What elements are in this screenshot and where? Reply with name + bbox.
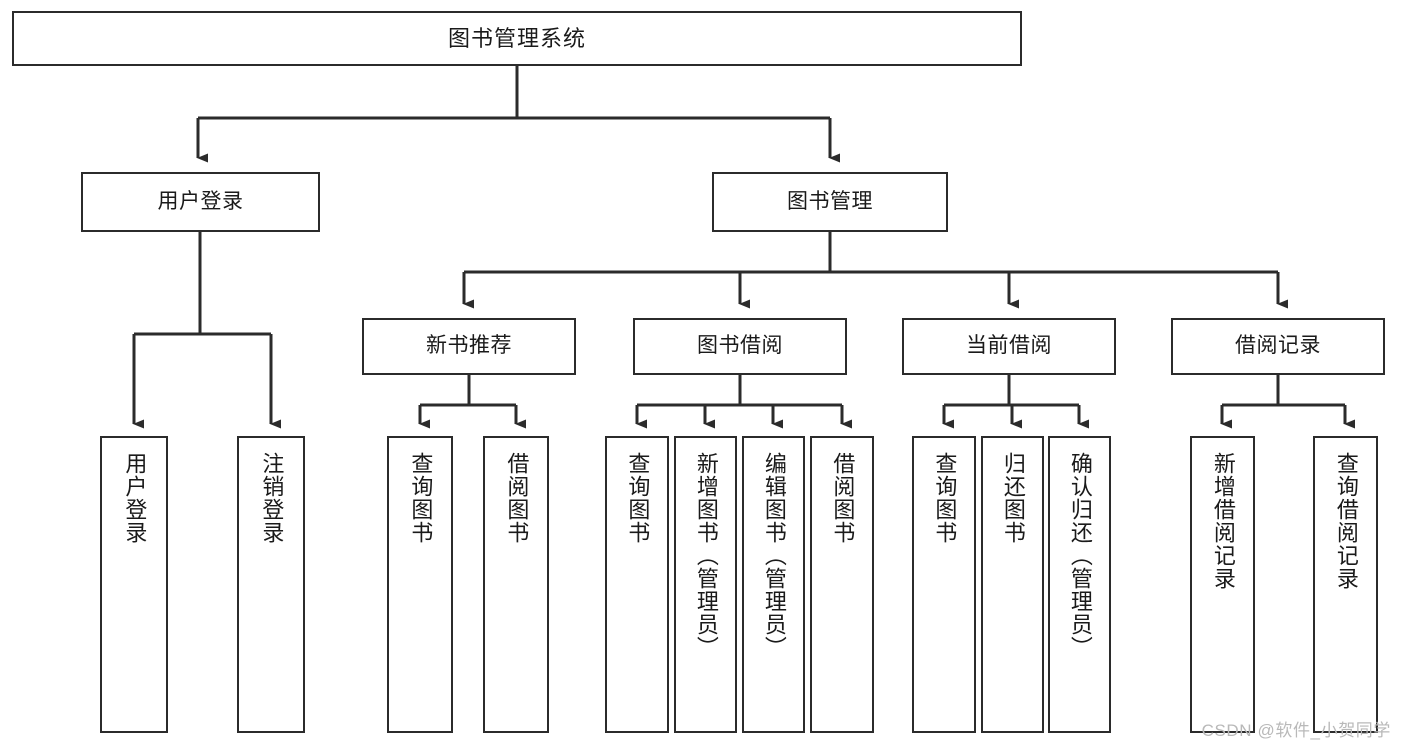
node-root-label: 图书管理系统 — [447, 25, 586, 51]
node-leaf-borrow-book-1[interactable]: 借阅图书 — [483, 436, 549, 733]
node-current-borrow-label: 当前借阅 — [966, 334, 1052, 358]
node-leaf-add-record-label: 新增借阅记录 — [1210, 452, 1236, 590]
node-leaf-return-book-label: 归还图书 — [1000, 452, 1026, 544]
node-borrow-record-label: 借阅记录 — [1235, 334, 1321, 358]
node-new-book-rec[interactable]: 新书推荐 — [362, 318, 576, 375]
node-leaf-user-login[interactable]: 用户登录 — [100, 436, 168, 733]
node-leaf-confirm-return-label: 确认归还（管理员） — [1067, 452, 1093, 659]
node-root[interactable]: 图书管理系统 — [12, 11, 1022, 66]
node-leaf-edit-book-label: 编辑图书（管理员） — [761, 452, 787, 659]
node-book-borrow[interactable]: 图书借阅 — [633, 318, 847, 375]
node-borrow-record[interactable]: 借阅记录 — [1171, 318, 1385, 375]
node-leaf-user-login-label: 用户登录 — [122, 452, 148, 544]
node-new-book-rec-label: 新书推荐 — [426, 334, 512, 358]
node-leaf-borrow-book-2[interactable]: 借阅图书 — [810, 436, 874, 733]
node-leaf-edit-book[interactable]: 编辑图书（管理员） — [742, 436, 805, 733]
node-leaf-borrow-book-1-label: 借阅图书 — [504, 452, 530, 544]
node-leaf-query-record[interactable]: 查询借阅记录 — [1313, 436, 1378, 733]
node-user-login-label: 用户登录 — [157, 189, 244, 213]
node-leaf-confirm-return[interactable]: 确认归还（管理员） — [1048, 436, 1111, 733]
node-leaf-add-book-label: 新增图书（管理员） — [693, 452, 719, 659]
node-leaf-query-record-label: 查询借阅记录 — [1333, 452, 1359, 590]
node-leaf-query-book-2[interactable]: 查询图书 — [605, 436, 669, 733]
node-book-borrow-label: 图书借阅 — [697, 334, 783, 358]
node-leaf-query-book-3[interactable]: 查询图书 — [912, 436, 976, 733]
node-leaf-query-book-3-label: 查询图书 — [932, 452, 958, 544]
node-leaf-query-book-2-label: 查询图书 — [625, 452, 651, 544]
node-leaf-logout-label: 注销登录 — [259, 452, 285, 544]
node-leaf-logout[interactable]: 注销登录 — [237, 436, 305, 733]
node-book-manage-label: 图书管理 — [787, 189, 873, 213]
node-leaf-return-book[interactable]: 归还图书 — [981, 436, 1044, 733]
node-leaf-query-book-1[interactable]: 查询图书 — [387, 436, 453, 733]
node-leaf-query-book-1-label: 查询图书 — [408, 452, 434, 544]
node-leaf-add-record[interactable]: 新增借阅记录 — [1190, 436, 1255, 733]
node-user-login[interactable]: 用户登录 — [81, 172, 320, 232]
node-current-borrow[interactable]: 当前借阅 — [902, 318, 1116, 375]
node-book-manage[interactable]: 图书管理 — [712, 172, 948, 232]
node-leaf-add-book[interactable]: 新增图书（管理员） — [674, 436, 737, 733]
node-leaf-borrow-book-2-label: 借阅图书 — [830, 452, 856, 544]
